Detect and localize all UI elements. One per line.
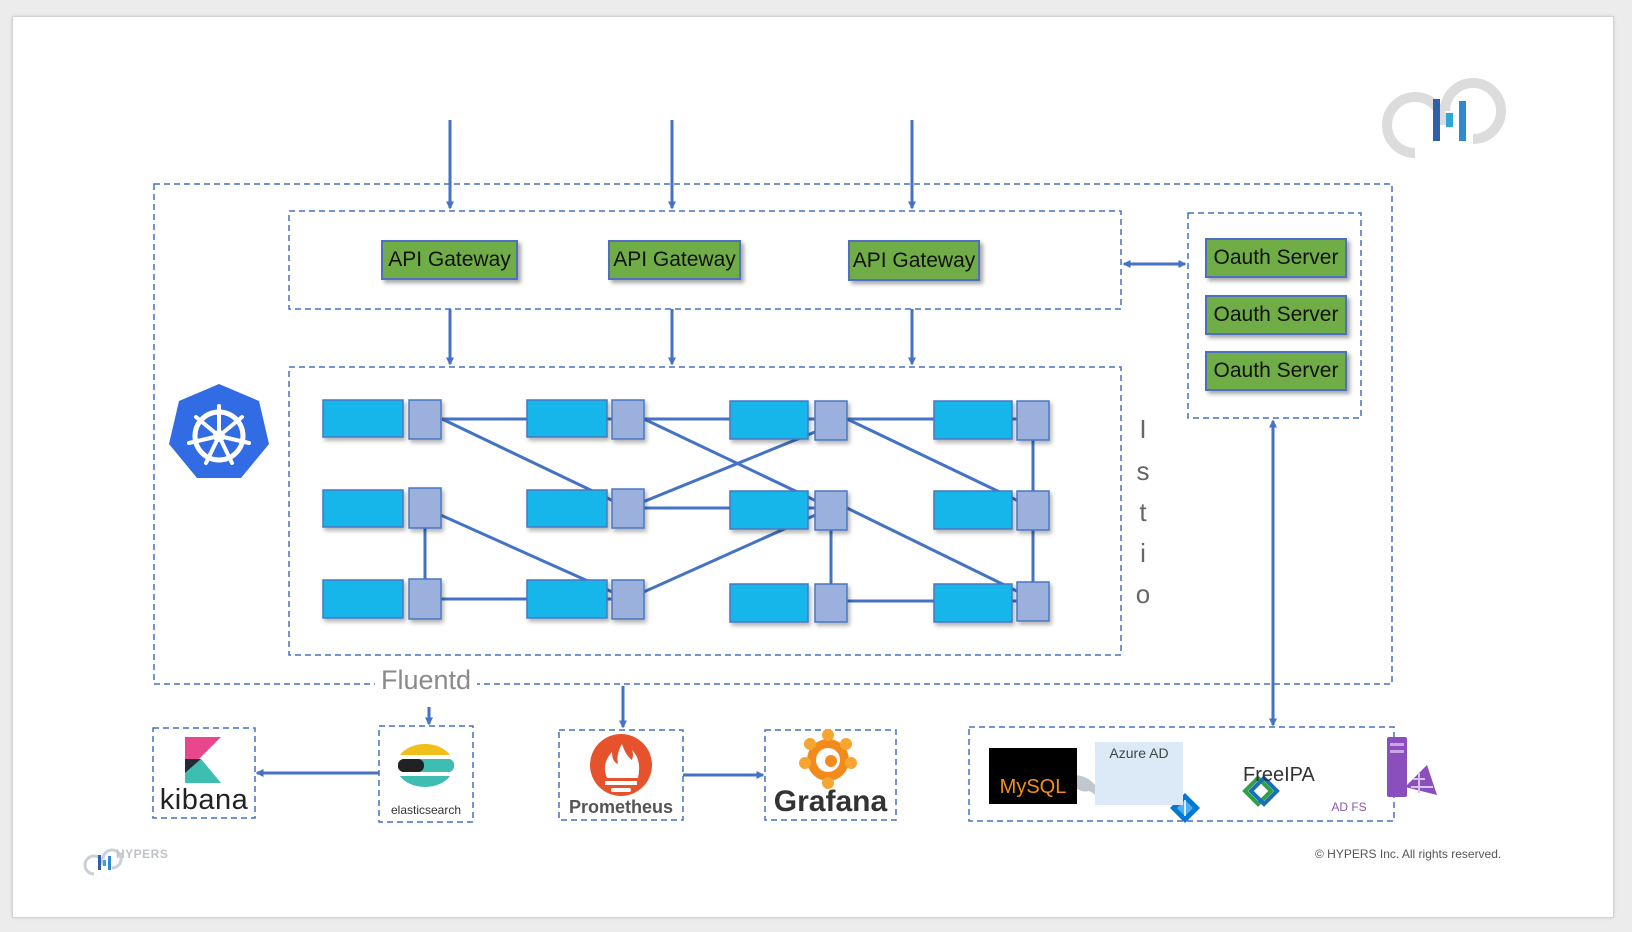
freeipa-label: FreeIPA: [1243, 764, 1315, 786]
oauth-group-box: [1187, 212, 1362, 419]
istio-label-letter: o: [1135, 579, 1151, 609]
copyright-notice: © HYPERS Inc. All rights reserved.: [1315, 847, 1502, 861]
freeipa-icon: [1242, 775, 1280, 807]
service: [729, 400, 809, 440]
sidecars: [408, 399, 1050, 623]
istio-label-letter: i: [1140, 538, 1146, 568]
istio-label-letter: I: [1139, 414, 1147, 444]
fluentd-label: Fluentd: [375, 663, 478, 697]
adfs-icon: [1387, 737, 1437, 797]
elasticsearch-label: elasticsearch: [390, 803, 462, 817]
sidecar: [1016, 400, 1050, 441]
api-gateway: API Gateway: [608, 240, 741, 280]
mysql-label: MySQL: [999, 776, 1067, 798]
architecture-diagram: [83, 78, 1506, 876]
azure-ad-label: Azure AD: [1109, 745, 1169, 761]
istio-label-letter: s: [1136, 456, 1150, 486]
service: [526, 399, 608, 438]
grafana-icon: [799, 729, 857, 789]
sidecar: [814, 583, 848, 623]
sidecar: [408, 578, 442, 620]
hypers-logo-icon: [1382, 78, 1506, 158]
sidecar: [408, 487, 442, 529]
sidecar: [814, 490, 848, 531]
azure-ad-tile: [1095, 742, 1183, 805]
service: [729, 490, 809, 530]
mysql-tile: [989, 748, 1077, 804]
sidecar: [1016, 581, 1050, 622]
prometheus-icon: [590, 734, 652, 796]
prometheus-box: [558, 729, 684, 821]
adfs-label: AD FS: [1331, 800, 1367, 814]
service: [322, 579, 404, 619]
api-gateway: API Gateway: [381, 240, 518, 280]
service: [933, 583, 1013, 623]
arrows: [255, 120, 1277, 779]
service: [526, 489, 608, 528]
footer-hypers-logo-icon: [83, 848, 123, 876]
sidecar: [814, 400, 848, 441]
istio-label-letter: t: [1139, 497, 1147, 527]
elasticsearch-icon: [398, 744, 454, 787]
sidecar: [611, 579, 645, 620]
oauth-server: Oauth Server: [1205, 351, 1347, 391]
oauth-server: Oauth Server: [1205, 238, 1347, 278]
api-gateway: API Gateway: [848, 240, 980, 281]
kibana-label: kibana: [159, 784, 249, 816]
service: [933, 490, 1013, 530]
kubernetes-icon: [169, 384, 269, 478]
oauth-server: Oauth Server: [1205, 295, 1347, 335]
service: [322, 399, 404, 438]
sidecar: [611, 399, 645, 440]
footer-brand: HYPERS: [116, 847, 169, 861]
prometheus-label: Prometheus: [568, 797, 674, 817]
service: [729, 583, 809, 623]
gateway-group-box: [288, 210, 1122, 310]
service-mesh-box: [288, 366, 1122, 656]
sidecar: [611, 488, 645, 529]
grafana-label: Grafana: [773, 785, 888, 818]
sidecar: [1016, 490, 1050, 531]
slide: API Gateway API Gateway API Gateway Oaut…: [12, 16, 1614, 918]
sidecar: [408, 399, 442, 440]
service: [933, 400, 1013, 440]
kibana-box: [152, 727, 256, 819]
service: [322, 489, 404, 528]
services: [322, 399, 1013, 623]
cluster-boundary: [153, 183, 1393, 685]
service: [526, 579, 608, 619]
kibana-icon: [185, 737, 221, 783]
